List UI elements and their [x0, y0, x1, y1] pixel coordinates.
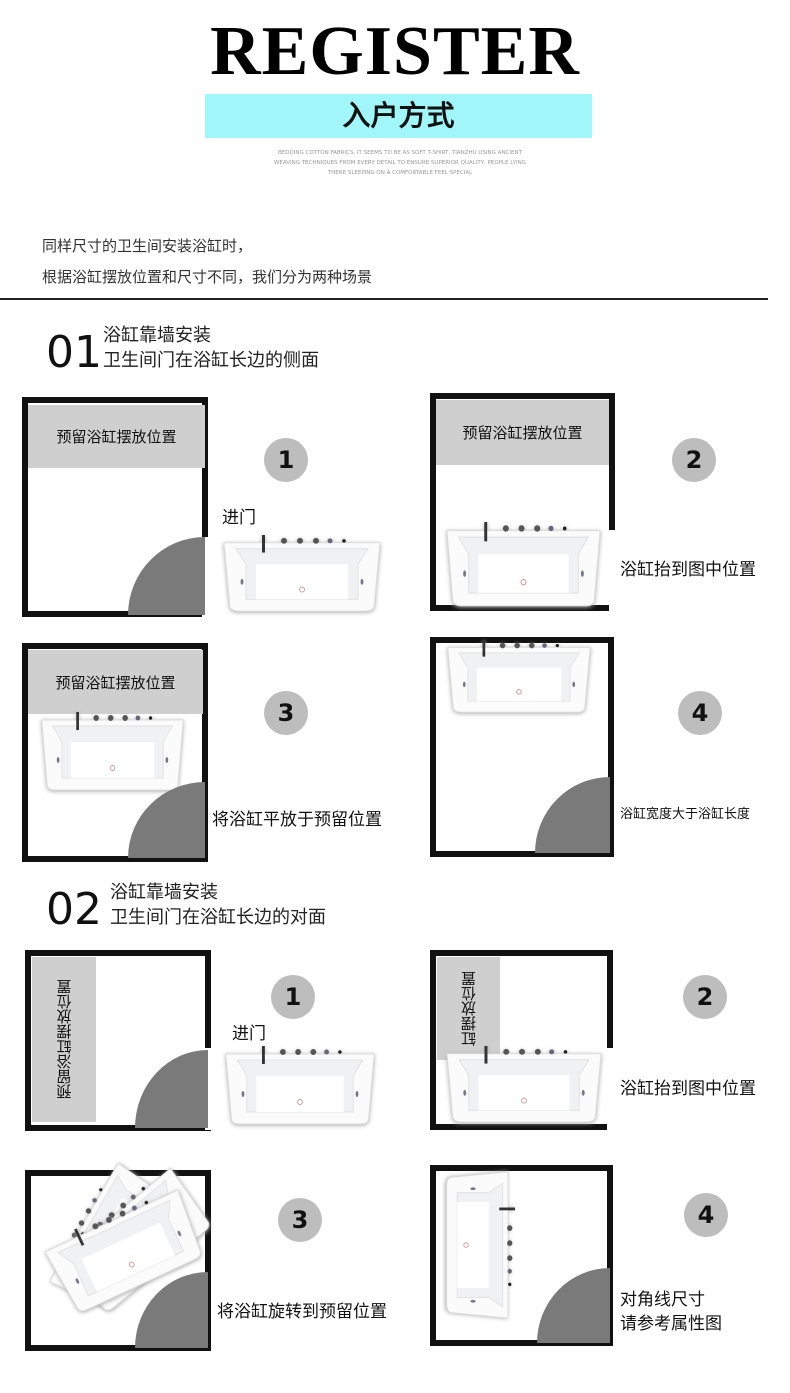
step-caption: 请参考属性图: [620, 1314, 722, 1334]
subtitle-banner: 入户方式: [205, 94, 592, 138]
step-number-badge: 3: [278, 1198, 322, 1242]
intro-line: 同样尺寸的卫生间安装浴缸时，: [42, 237, 253, 255]
bathtub-image: [223, 535, 381, 612]
section-title: 浴缸靠墙安装: [110, 882, 218, 903]
door-opening: [607, 1048, 617, 1130]
door-opening: [205, 1048, 215, 1130]
reserved-area-label: 预留浴缸摆放位置: [28, 650, 203, 714]
reserved-area-label: 缸摆放位置: [437, 957, 500, 1060]
step-number-badge: 1: [271, 975, 315, 1019]
bathtub-image: [446, 522, 601, 607]
step-number-badge: 2: [672, 438, 716, 482]
blurb-line: THERE SLEEPING ON A COMFORTABLE FEEL SPE…: [327, 170, 473, 176]
step-number-badge: 3: [264, 691, 308, 735]
reserved-area-label: 预留浴缸摆放位置: [32, 957, 96, 1122]
bathtub-image: [225, 1046, 375, 1125]
step-caption: 将浴缸旋转到预留位置: [217, 1302, 387, 1322]
bathtub-image: [446, 1046, 602, 1123]
reserved-area-label: 预留浴缸摆放位置: [28, 405, 205, 468]
step-caption: 进门: [232, 1024, 266, 1044]
step-number-badge: 1: [264, 438, 308, 482]
step-caption: 进门: [222, 508, 256, 528]
divider: [0, 298, 768, 300]
reserved-area-label: 预留浴缸摆放位置: [436, 400, 609, 465]
bathtub-image: [446, 1171, 515, 1319]
section-subtitle: 卫生间门在浴缸长边的侧面: [103, 350, 319, 371]
english-blurb: BEDDING COTTON FABRICS, IT SEEMS TO BE A…: [250, 148, 550, 178]
door-opening: [202, 537, 212, 619]
blurb-line: WEAVING TECHNIQUES FROM EVERY DETAIL TO …: [273, 160, 527, 166]
bathtub-image: [44, 1189, 202, 1312]
step-number-badge: 4: [678, 691, 722, 735]
section-number: 02: [46, 884, 102, 935]
door-opening: [609, 530, 619, 612]
step-number-badge: 2: [683, 975, 727, 1019]
step-caption: 将浴缸平放于预留位置: [212, 810, 382, 830]
section-title: 浴缸靠墙安装: [103, 325, 211, 346]
step-caption: 对角线尺寸: [620, 1290, 705, 1310]
section-subtitle: 卫生间门在浴缸长边的对面: [110, 907, 326, 928]
page-title: REGISTER: [210, 13, 580, 90]
blurb-line: BEDDING COTTON FABRICS, IT SEEMS TO BE A…: [278, 150, 522, 156]
section-number: 01: [46, 327, 102, 378]
step-caption: 浴缸抬到图中位置: [620, 560, 756, 580]
step-caption: 浴缸抬到图中位置: [620, 1079, 756, 1099]
bathtub-image: [447, 640, 591, 713]
step-number-badge: 4: [684, 1193, 728, 1237]
bathtub-image: [41, 712, 184, 791]
intro-line: 根据浴缸摆放位置和尺寸不同，我们分为两种场景: [42, 268, 373, 286]
step-caption: 浴缸宽度大于浴缸长度: [620, 807, 751, 822]
